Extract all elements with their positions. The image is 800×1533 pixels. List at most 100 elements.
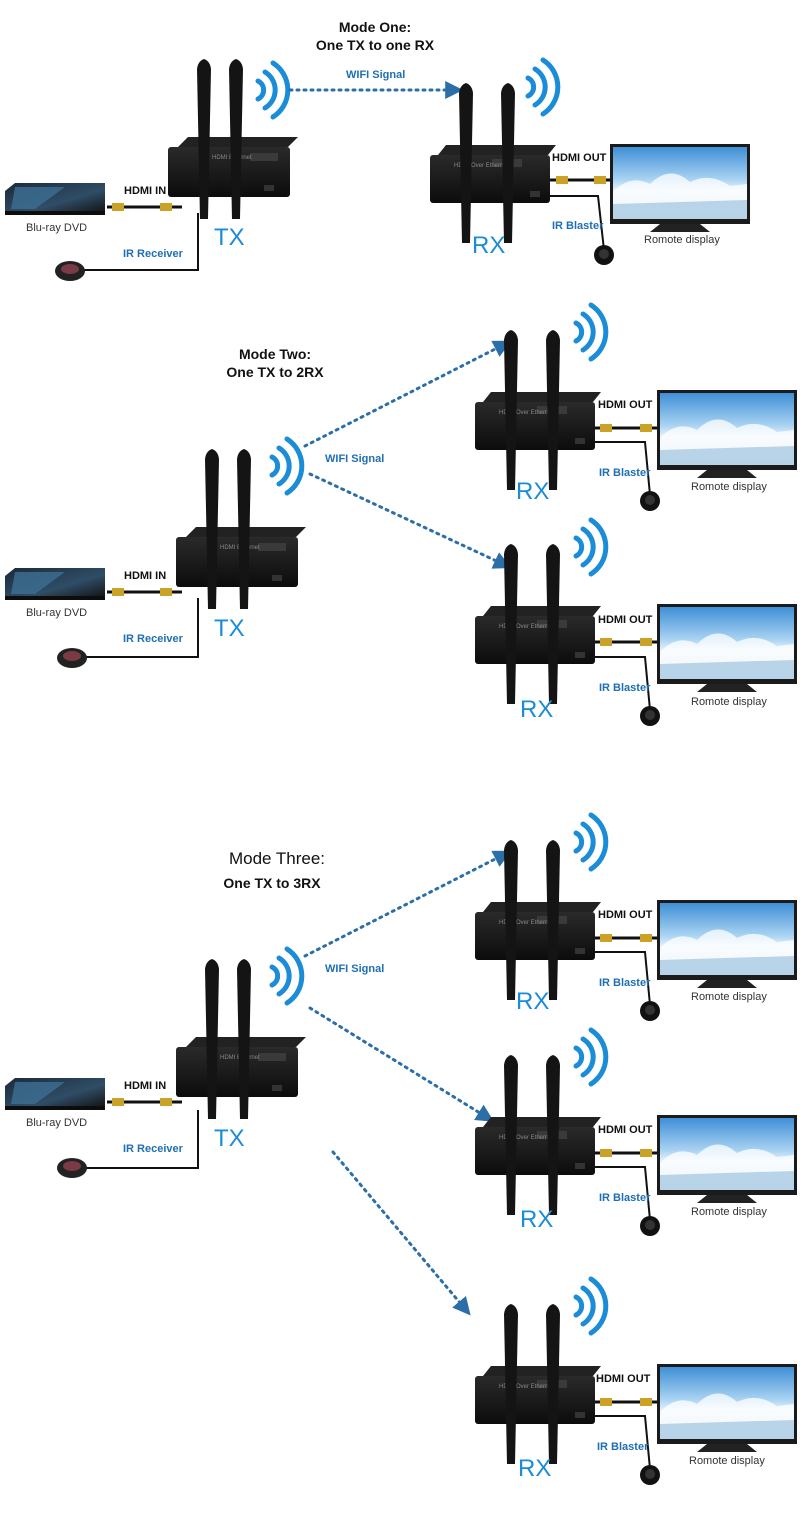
rx-unit-icon: [430, 83, 556, 243]
wifi-signal-label: WIFI Signal: [325, 963, 385, 975]
display-label: Romote display: [691, 991, 767, 1003]
hdmi-out-label: HDMI OUT: [552, 152, 607, 164]
wifi-signal-icon: [576, 520, 606, 574]
ir-receiver-label: IR Receiver: [123, 248, 183, 260]
hdmi-plug-icon: [112, 1098, 124, 1106]
wifi-arrow: [308, 1006, 495, 1122]
ir-blaster-cable: [595, 951, 651, 1006]
ir-blaster-icon: [640, 1216, 660, 1236]
mode2-title-line1: Mode Two:: [238, 346, 312, 362]
tv-display-icon: [657, 900, 797, 988]
ir-receiver-icon: [57, 648, 87, 668]
mode2-title: Mode Two: One TX to 2RX: [205, 345, 345, 381]
rx-label: RX: [516, 478, 550, 505]
ir-blaster-label: IR Blaster: [599, 682, 651, 694]
tx-label: TX: [214, 224, 245, 251]
hdmi-plug-icon: [640, 1398, 652, 1406]
ir-blaster-label: IR Blaster: [599, 467, 651, 479]
hdmi-plug-icon: [600, 638, 612, 646]
ir-blaster-label: IR Blaster: [599, 1192, 651, 1204]
hdmi-plug-icon: [600, 1398, 612, 1406]
wifi-arrow: [308, 472, 512, 569]
mode2-diagram: [5, 305, 797, 726]
hdmi-plug-icon: [640, 638, 652, 646]
hdmi-plug-icon: [640, 424, 652, 432]
hdmi-plug-icon: [112, 203, 124, 211]
wifi-signal-label: WIFI Signal: [325, 453, 385, 465]
tv-display-icon: [657, 604, 797, 692]
tx-unit-icon: [168, 59, 298, 219]
hdmi-plug-icon: [160, 588, 172, 596]
ir-blaster-icon: [640, 491, 660, 511]
ir-blaster-label: IR Blaster: [599, 977, 651, 989]
ir-blaster-icon: [640, 1465, 660, 1485]
hdmi-plug-icon: [112, 588, 124, 596]
rx-unit-icon: [475, 840, 601, 1000]
hdmi-plug-icon: [600, 424, 612, 432]
tx-label: TX: [214, 1125, 245, 1152]
ir-blaster-label: IR Blaster: [597, 1441, 649, 1453]
mode2-title-line2: One TX to 2RX: [226, 364, 324, 380]
hdmi-plug-icon: [640, 934, 652, 942]
wifi-signal-label: WIFI Signal: [346, 69, 406, 81]
hdmi-plug-icon: [600, 934, 612, 942]
hdmi-plug-icon: [160, 1098, 172, 1106]
ir-blaster-label: IR Blaster: [552, 220, 604, 232]
rx-label: RX: [518, 1455, 552, 1482]
ir-blaster-cable: [595, 1166, 651, 1221]
bluray-label: Blu-ray DVD: [26, 607, 88, 619]
hdmi-out-label: HDMI OUT: [598, 614, 653, 626]
wifi-arrow: [303, 850, 512, 958]
display-label: Romote display: [691, 696, 767, 708]
ir-blaster-icon: [640, 1001, 660, 1021]
mode3-title-line1: Mode Three:: [228, 849, 326, 868]
ir-blaster-icon: [640, 706, 660, 726]
wifi-signal-icon: [576, 305, 606, 359]
display-label: Romote display: [691, 1206, 767, 1218]
ir-blaster-cable: [595, 441, 651, 496]
mode1-title-line2: One TX to one RX: [315, 37, 435, 53]
bluray-player-icon: [5, 183, 105, 215]
mode1-diagram: [5, 59, 750, 281]
display-label: Romote display: [644, 234, 720, 246]
hdmi-plug-icon: [556, 176, 568, 184]
ir-receiver-cable: [82, 1110, 199, 1169]
display-label: Romote display: [689, 1455, 765, 1467]
hdmi-plug-icon: [160, 203, 172, 211]
ir-receiver-icon: [55, 261, 85, 281]
bluray-label: Blu-ray DVD: [26, 1117, 88, 1129]
rx-label: RX: [472, 232, 506, 259]
wifi-signal-icon: [272, 439, 302, 493]
bluray-player-icon: [5, 1078, 105, 1110]
wifi-signal-icon: [576, 1279, 606, 1333]
tx-label: TX: [214, 615, 245, 642]
tv-display-icon: [657, 390, 797, 478]
wifi-signal-icon: [272, 949, 302, 1003]
mode1-title-line1: Mode One:: [338, 19, 412, 35]
tv-display-icon: [657, 1115, 797, 1203]
hdmi-plug-icon: [594, 176, 606, 184]
hdmi-in-label: HDMI IN: [124, 570, 167, 582]
hdmi-out-label: HDMI OUT: [596, 1373, 651, 1385]
tv-display-icon: [657, 1364, 797, 1452]
rx-label: RX: [516, 988, 550, 1015]
hdmi-in-label: HDMI IN: [124, 185, 167, 197]
wifi-arrow: [303, 340, 512, 448]
hdmi-plug-icon: [640, 1149, 652, 1157]
bluray-label: Blu-ray DVD: [26, 222, 88, 234]
rx-unit-icon: [475, 1304, 601, 1464]
display-label: Romote display: [691, 481, 767, 493]
rx-label: RX: [520, 1206, 554, 1233]
rx-label: RX: [520, 696, 554, 723]
ir-receiver-label: IR Receiver: [123, 1143, 183, 1155]
tv-display-icon: [610, 144, 750, 232]
ir-blaster-icon: [594, 245, 614, 265]
hdmi-out-label: HDMI OUT: [598, 399, 653, 411]
hdmi-in-label: HDMI IN: [124, 1080, 167, 1092]
mode1-title: Mode One: One TX to one RX: [300, 18, 450, 54]
ir-receiver-label: IR Receiver: [123, 633, 183, 645]
ir-blaster-cable: [550, 195, 605, 251]
ir-receiver-cable: [82, 598, 199, 658]
wifi-signal-icon: [258, 63, 288, 117]
